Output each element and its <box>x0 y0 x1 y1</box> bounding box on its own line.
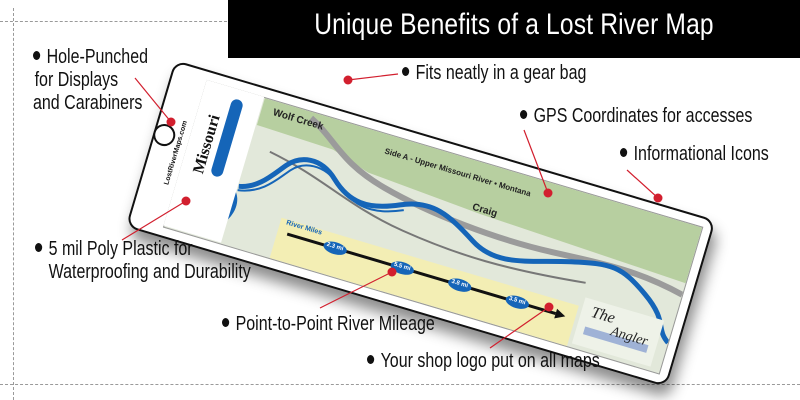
bullet-icon <box>402 67 410 77</box>
callout-gear-bag: Fits neatly in a gear bag <box>402 62 586 85</box>
callout-mileage: Point-to-Point River Mileage <box>222 313 435 336</box>
callout-hole-punched: Hole-Punched for Displays and Carabiners <box>33 46 148 114</box>
bullet-icon <box>620 148 628 158</box>
callout-poly-plastic: 5 mil Poly Plastic for Waterproofing and… <box>35 238 251 284</box>
bullet-icon <box>222 318 230 328</box>
page-title: Unique Benefits of a Lost River Map <box>314 8 714 41</box>
bullet-icon <box>520 110 528 120</box>
dashed-guide-top <box>0 21 232 22</box>
bullet-icon <box>367 355 375 365</box>
callout-icons: Informational Icons <box>620 143 769 166</box>
dashed-guide-bottom <box>0 384 800 385</box>
bullet-icon <box>35 243 43 253</box>
callout-gps: GPS Coordinates for accesses <box>520 105 752 128</box>
bullet-icon <box>33 51 41 61</box>
title-banner: Unique Benefits of a Lost River Map <box>228 0 800 58</box>
callout-logo: Your shop logo put on all maps <box>367 350 600 373</box>
dashed-guide-left <box>13 8 14 400</box>
